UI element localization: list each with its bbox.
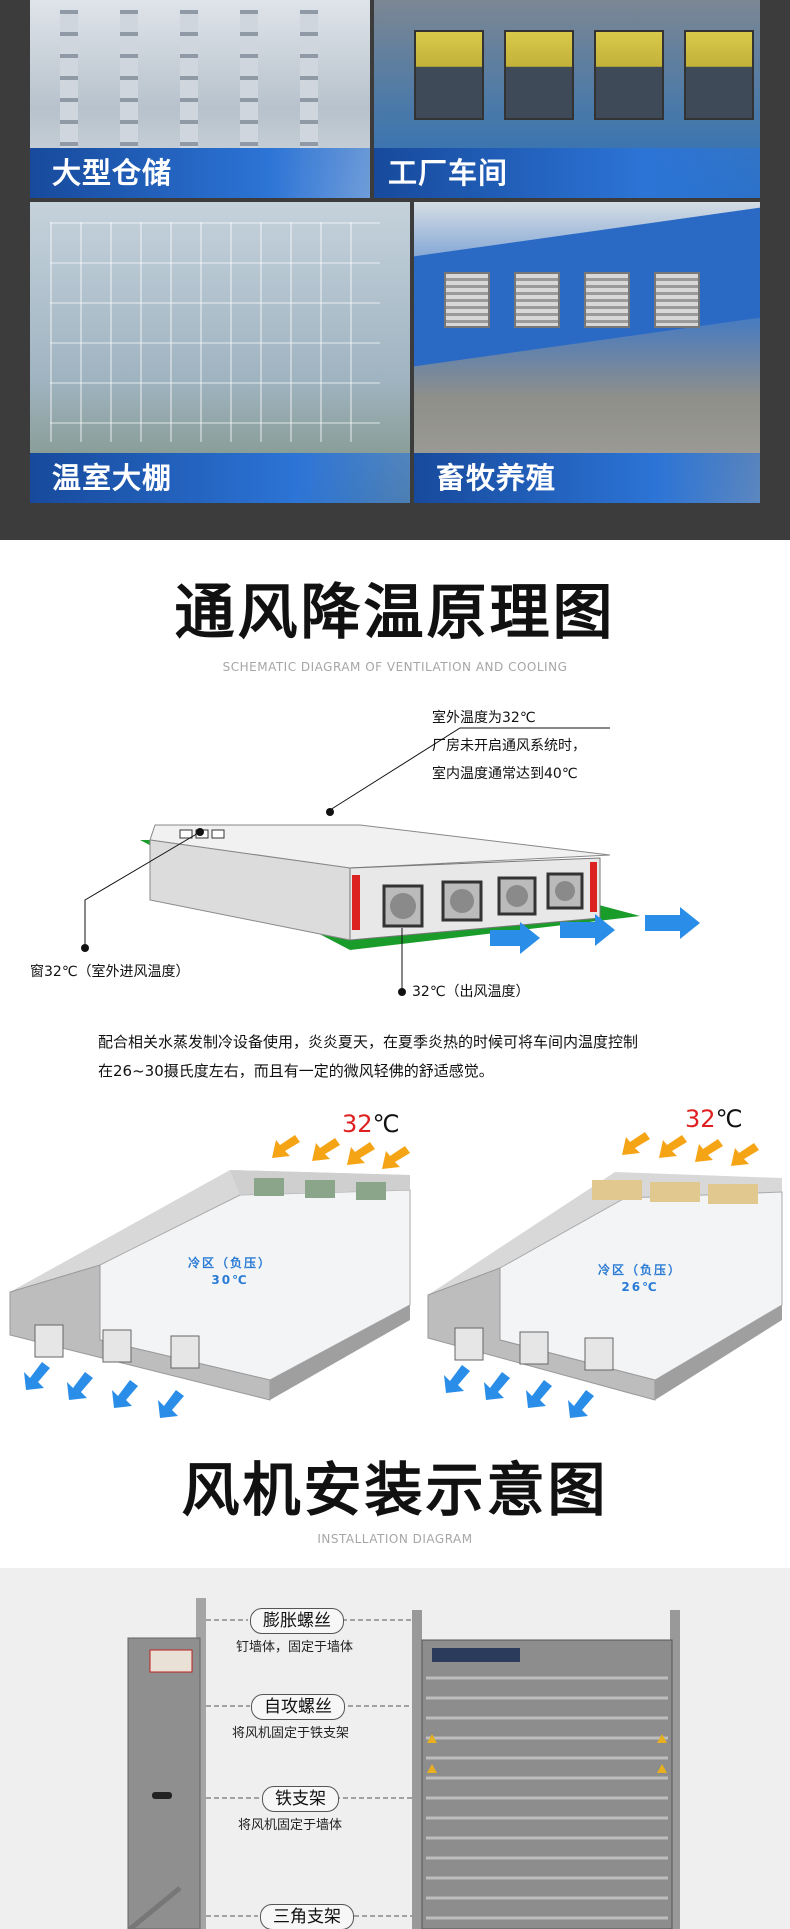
temp-number: 32	[342, 1110, 373, 1138]
fan-icon	[441, 880, 483, 922]
airflow-arrow-icon	[444, 1365, 594, 1418]
principle-description: 配合相关水蒸发制冷设备使用，炎炎夏天，在夏季炎热的时候可将车间内温度控制 在26…	[98, 1028, 738, 1086]
photo-factory: 工厂车间	[374, 0, 760, 198]
rack-shape	[300, 10, 318, 150]
install-diagram: 膨胀螺丝 钉墙体，固定于墙体 自攻螺丝 将风机固定于铁支架 铁支架 将风机固定于…	[0, 1568, 790, 1929]
temp-number: 32	[685, 1105, 716, 1133]
fan-shape	[514, 272, 560, 328]
note-line: 室内温度通常达到40℃	[432, 766, 578, 782]
outlet-temp-note: 32℃（出风温度）	[412, 984, 530, 1000]
zone-temp: 26℃	[621, 1280, 659, 1294]
fan-icon	[519, 1331, 549, 1365]
greenhouse-frame	[50, 222, 380, 442]
photo-livestock: 畜牧养殖	[414, 202, 760, 503]
fan-icon	[170, 1335, 200, 1369]
warning-icon	[427, 1734, 667, 1773]
photo-grid: 大型仓储 工厂车间 温室大棚 畜牧养殖	[30, 0, 760, 503]
outside-temp-label: 32℃	[342, 1110, 400, 1138]
airflow-arrow-icon	[622, 1132, 759, 1166]
part-note: 将风机固定于墙体	[238, 1818, 343, 1833]
machine-shape	[504, 30, 574, 120]
cold-room-left: 32℃ 冷区（负压） 30℃	[0, 1100, 420, 1420]
note-line: 室外温度为32℃	[432, 710, 536, 726]
note-line: 厂房未开启通风系统时，	[432, 738, 586, 754]
airflow-arrow-icon	[272, 1135, 410, 1169]
photo-warehouse: 大型仓储	[30, 0, 370, 198]
building-illustration	[81, 727, 700, 996]
temp-unit: ℃	[715, 1105, 743, 1133]
fan-icon	[497, 876, 537, 916]
part-label-tapping-screw: 自攻螺丝	[251, 1694, 345, 1720]
zone-name: 冷区（负压）	[597, 1263, 682, 1277]
fan-icon	[454, 1327, 484, 1361]
part-note: 钉墙体，固定于墙体	[236, 1640, 354, 1655]
fan-icon	[102, 1329, 132, 1363]
fan-install-illustration	[127, 1598, 680, 1929]
description-line: 配合相关水蒸发制冷设备使用，炎炎夏天，在夏季炎热的时候可将车间内温度控制	[98, 1033, 639, 1051]
machine-shape	[684, 30, 754, 120]
machine-shape	[594, 30, 664, 120]
cold-room-illustration	[9, 1135, 411, 1418]
rack-shape	[240, 10, 258, 150]
install-title: 风机安装示意图	[181, 1456, 609, 1524]
photo-greenhouse: 温室大棚	[30, 202, 410, 503]
principle-title: 通风降温原理图	[174, 578, 616, 648]
part-label-triangle-bracket: 三角支架	[260, 1904, 354, 1929]
outdoor-temp-note: 室外温度为32℃ 厂房未开启通风系统时， 室内温度通常达到40℃	[432, 704, 586, 788]
cold-room-illustration	[427, 1132, 783, 1418]
fan-icon	[34, 1324, 64, 1358]
airflow-arrow-icon	[24, 1362, 184, 1418]
install-subtitle: INSTALLATION DIAGRAM	[317, 1532, 473, 1546]
machine-shape	[414, 30, 484, 120]
photo-label: 畜牧养殖	[414, 453, 760, 503]
rack-shape	[60, 10, 78, 150]
fan-shape	[584, 272, 630, 328]
cold-zone-label: 冷区（负压） 26℃	[580, 1262, 700, 1296]
description-line: 在26~30摄氏度左右，而且有一定的微风轻佛的舒适感觉。	[98, 1062, 494, 1080]
photo-label: 温室大棚	[30, 453, 410, 503]
part-note: 将风机固定于铁支架	[232, 1726, 350, 1741]
fan-icon	[546, 872, 584, 910]
application-photos: 大型仓储 工厂车间 温室大棚 畜牧养殖	[0, 0, 790, 540]
rack-shape	[180, 10, 198, 150]
cold-zone-label: 冷区（负压） 30℃	[170, 1255, 290, 1289]
zone-temp: 30℃	[211, 1273, 249, 1287]
zone-name: 冷区（负压）	[187, 1256, 272, 1270]
fan-shape	[654, 272, 700, 328]
airflow-arrow-icon	[490, 907, 700, 954]
outside-temp-label: 32℃	[685, 1105, 743, 1133]
window-temp-note: 窗32℃（室外进风温度）	[30, 964, 190, 980]
photo-label: 工厂车间	[374, 148, 760, 198]
photo-label: 大型仓储	[30, 148, 370, 198]
rack-shape	[120, 10, 138, 150]
fan-icon	[584, 1337, 614, 1371]
ventilation-diagram: 室外温度为32℃ 厂房未开启通风系统时， 室内温度通常达到40℃ 窗32℃（室外…	[0, 690, 790, 1020]
temp-unit: ℃	[372, 1110, 400, 1138]
fan-icon	[382, 884, 424, 928]
fan-shape	[444, 272, 490, 328]
part-label-expansion-bolt: 膨胀螺丝	[250, 1608, 344, 1634]
principle-subtitle: SCHEMATIC DIAGRAM OF VENTILATION AND COO…	[222, 660, 568, 674]
cold-room-right: 32℃ 冷区（负压） 26℃	[420, 1100, 790, 1420]
part-label-iron-bracket: 铁支架	[262, 1786, 339, 1812]
